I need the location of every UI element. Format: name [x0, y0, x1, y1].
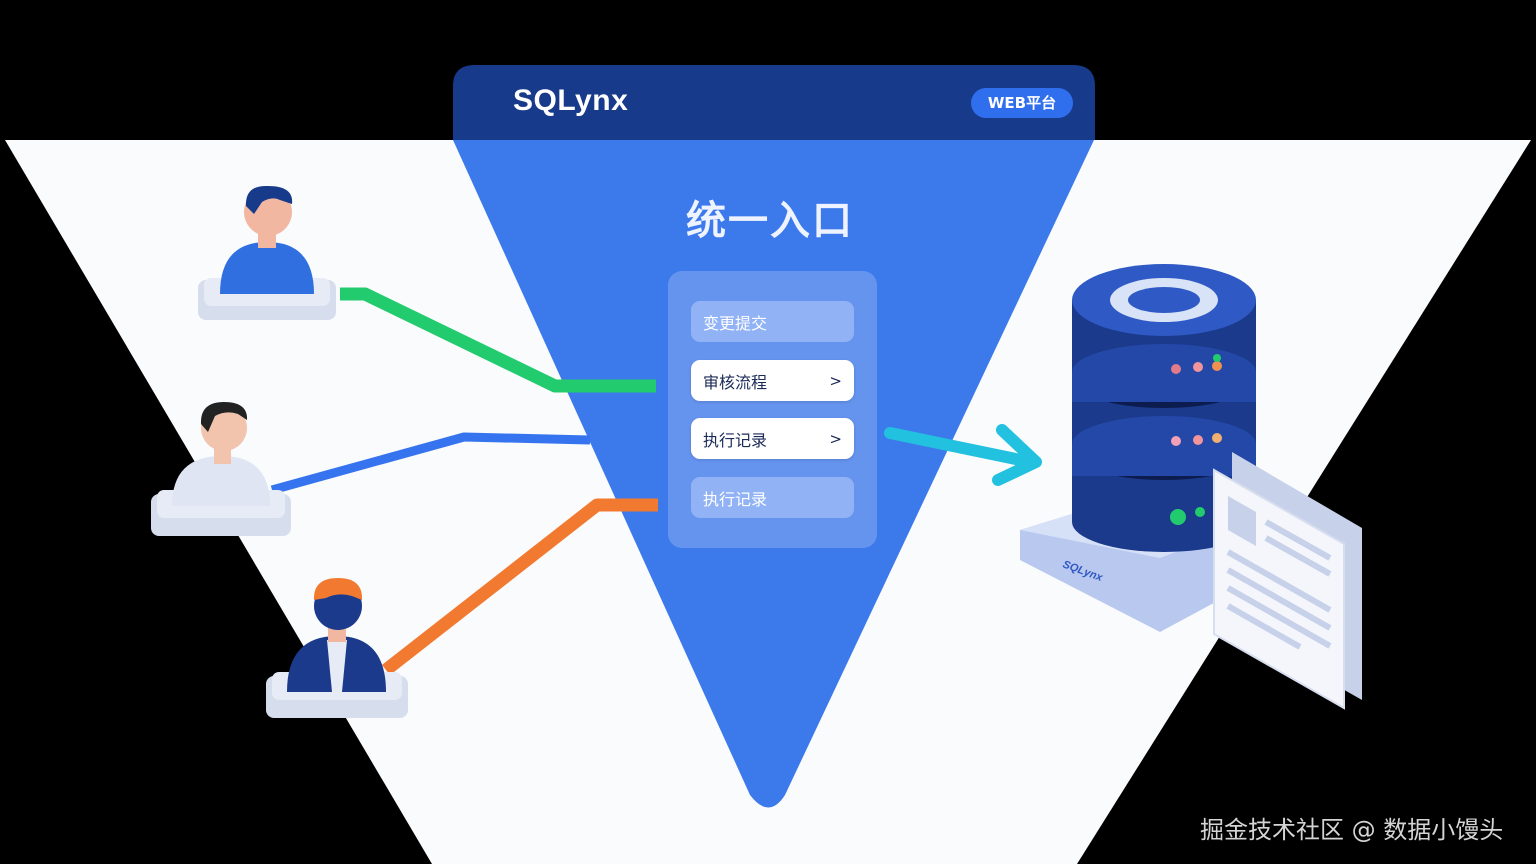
- menu-item-label: 变更提交: [703, 313, 768, 333]
- chevron-right-icon: >: [829, 371, 842, 390]
- menu-item-label: 执行记录: [703, 430, 768, 450]
- menu-item-label: 执行记录: [703, 489, 768, 509]
- user-avatar-icon: [266, 578, 408, 718]
- menu-item-execution-log[interactable]: 执行记录 >: [691, 418, 854, 459]
- user-avatar-icon: [151, 402, 291, 536]
- menu-item-review-process[interactable]: 审核流程 >: [691, 360, 854, 401]
- connector-line-blue: [270, 432, 591, 495]
- menu-item-execution-log-2[interactable]: 执行记录: [691, 477, 854, 518]
- page-title: 统一入口: [686, 198, 854, 244]
- watermark: 掘金技术社区 @ 数据小馒头: [1200, 816, 1504, 844]
- connector-line-green: [340, 287, 656, 393]
- menu-item-label: 审核流程: [703, 372, 768, 392]
- connector-line-orange: [381, 498, 658, 676]
- app-logo: SQLynx: [513, 84, 629, 117]
- header-bar: [453, 65, 1095, 140]
- arrow-right-icon: [884, 424, 1042, 486]
- menu-panel: 变更提交 审核流程 > 执行记录 > 执行记录: [668, 271, 877, 548]
- menu-item-change-submit[interactable]: 变更提交: [691, 301, 854, 342]
- funnel-shape: [453, 140, 1094, 808]
- document-stack-icon: [1213, 452, 1362, 710]
- platform-badge: WEB平台: [971, 88, 1073, 118]
- user-avatar-icon: [198, 185, 336, 320]
- chevron-right-icon: >: [829, 429, 842, 448]
